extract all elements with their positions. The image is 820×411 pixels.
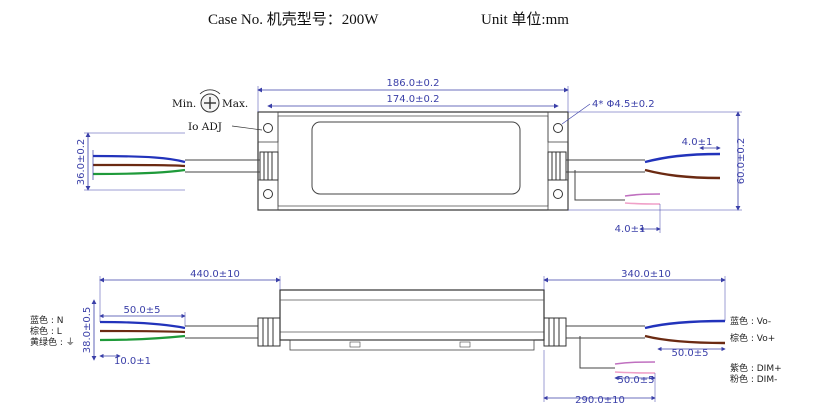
label-window xyxy=(311,121,521,195)
io-adj-label: Io ADJ xyxy=(188,121,222,133)
mount-hole-icon xyxy=(263,189,273,199)
dim-hole-diameter: 4* Φ4.5±0.2 xyxy=(592,99,655,110)
wire-label-dim-minus: 粉色 : DIM- xyxy=(730,373,777,385)
dim-input-tip: 10.0±1 xyxy=(114,356,151,367)
dim-output-strip-top: 4.0±1 xyxy=(682,137,713,148)
dim-input-height: 36.0±0.2 xyxy=(76,139,87,186)
dim-input-cable-length: 440.0±10 xyxy=(190,269,240,280)
mount-hole-icon xyxy=(553,123,563,133)
wire-label-vo-minus: 蓝色 : Vo- xyxy=(730,315,771,327)
dim-input-height-side: 38.0±0.5 xyxy=(82,307,93,354)
housing-side xyxy=(279,289,545,341)
wire-label-n: 蓝色 : N xyxy=(30,314,64,326)
unit-label: Unit 单位:mm xyxy=(481,12,569,28)
case-number-label: Case No. 机壳型号：200W xyxy=(208,12,379,28)
wire-label-ground: 黄绿色 : ⏚ xyxy=(30,336,75,348)
dim-input-strip: 50.0±5 xyxy=(123,305,160,316)
dim-output-height: 60.0±0.2 xyxy=(736,138,747,185)
dim-output-cable-length: 340.0±10 xyxy=(621,269,671,280)
dim-dim-cable-length: 290.0±10 xyxy=(575,395,625,406)
wire-label-l: 棕色 : L xyxy=(30,325,62,337)
mount-hole-icon xyxy=(553,189,563,199)
housing-top xyxy=(257,111,569,211)
top-view: 186.0±0.2 174.0±0.2 4* Φ4.5±0.2 36.0±0.2… xyxy=(76,78,747,235)
dim-dim-strip-side: 50.0±5 xyxy=(617,375,654,386)
wire-label-dim-plus: 紫色 : DIM+ xyxy=(730,362,782,374)
adj-min-label: Min. xyxy=(172,98,196,110)
dim-hole-spacing: 174.0±0.2 xyxy=(387,94,440,105)
adj-max-label: Max. xyxy=(222,98,248,110)
mount-hole-icon xyxy=(263,123,273,133)
dim-dim-strip-top: 4.0±1 xyxy=(615,224,646,235)
side-view: 440.0±10 340.0±10 50.0±5 38.0±0.5 10.0±1… xyxy=(30,269,782,406)
wire-label-vo-plus: 棕色 : Vo+ xyxy=(730,332,775,344)
dim-output-strip-side: 50.0±5 xyxy=(671,348,708,359)
dim-overall-length: 186.0±0.2 xyxy=(387,78,440,89)
